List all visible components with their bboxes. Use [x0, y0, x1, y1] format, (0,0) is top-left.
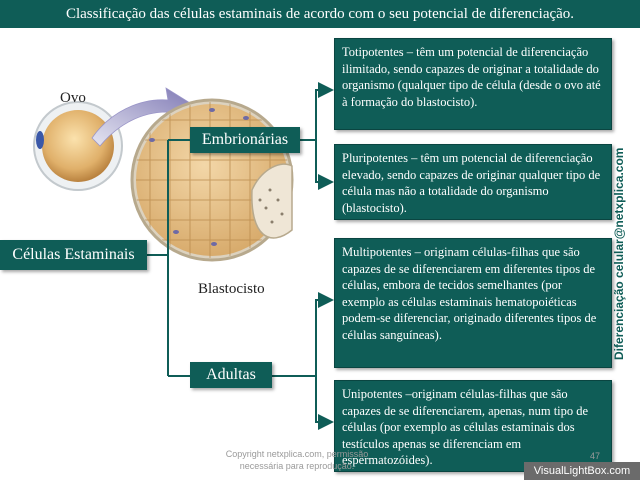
egg-illustration — [33, 101, 123, 191]
copyright-line-1: Copyright netxplica.com, permissão — [225, 449, 369, 459]
egg-label: Ovo — [60, 90, 86, 106]
box-totipotent: Totipotentes – têm um potencial de difer… — [334, 38, 612, 130]
box-pluripotent: Pluripotentes – têm um potencial de dife… — [334, 144, 612, 220]
page-number: 47 — [590, 451, 601, 461]
node-adult: Adultas — [190, 362, 272, 388]
copyright-line-2: necessária para reprodução. — [239, 461, 355, 471]
root-node-stem-cells: Células Estaminais — [0, 240, 147, 270]
box-multipotent: Multipotentes – originam células-filhas … — [334, 238, 612, 368]
box-unipotent: Unipotentes –originam células-filhas que… — [334, 380, 612, 472]
slide-title: Classificação das células estaminais de … — [0, 0, 640, 30]
watermark-link[interactable]: VisualLightBox.com — [524, 462, 640, 480]
node-embryonic: Embrionárias — [190, 127, 300, 153]
side-credit: Diferenciação celular@netxplica.com — [612, 147, 626, 360]
copyright-note: Copyright netxplica.com, permissão neces… — [222, 448, 372, 472]
blastocyst-label: Blastocisto — [198, 281, 265, 297]
blastocyst-illustration — [130, 98, 294, 262]
